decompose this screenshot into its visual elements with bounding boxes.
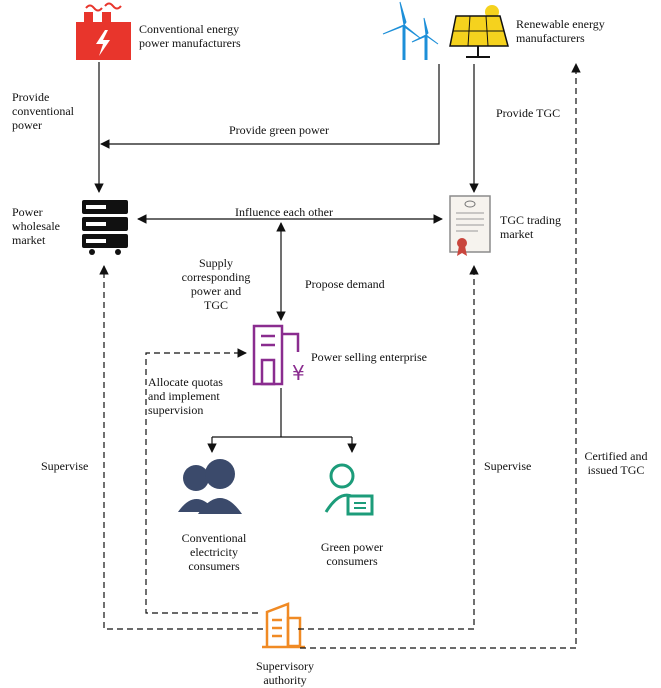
supervise-wholesale-arrow <box>99 265 263 630</box>
supervise-tgc-arrow <box>298 265 479 630</box>
allocate-quotas-arrow <box>145 348 258 614</box>
supervise-right-label: Supervise <box>484 459 532 473</box>
propose-demand-label: Propose demand <box>305 277 385 291</box>
tgc-market-label: TGC trading market <box>500 213 561 241</box>
solid-connectors <box>94 62 479 453</box>
svg-text:¥: ¥ <box>292 361 305 385</box>
provide-green-label: Provide green power <box>229 123 329 137</box>
wholesale-market-label: Power wholesale market <box>12 205 60 247</box>
factory-icon <box>76 2 131 60</box>
dashed-connectors <box>99 63 581 649</box>
green-consumers-label: Green power consumers <box>320 540 384 568</box>
selling-enterprise-label: Power selling enterprise <box>311 350 427 364</box>
wind-turbine-icon <box>382 1 439 60</box>
supply-label: Supply corresponding power and TGC <box>181 256 251 312</box>
enterprise-building-icon: ¥ <box>252 324 305 386</box>
conventional-manufacturers-label: Conventional energy power manufacturers <box>139 22 241 50</box>
provide-tgc-label: Provide TGC <box>496 106 561 120</box>
solar-panel-icon <box>449 5 509 58</box>
certified-label: Certified and issued TGC <box>584 449 648 477</box>
influence-label: Influence each other <box>235 205 333 219</box>
conventional-consumers-label: Conventional electricity consumers <box>181 531 247 573</box>
green-power-arrow <box>100 64 440 149</box>
green-consumer-icon <box>324 463 374 516</box>
supervise-left-label: Supervise <box>41 459 89 473</box>
allocate-label: Allocate quotas and implement supervisio… <box>148 375 223 417</box>
certificate-icon <box>449 195 491 256</box>
server-icon <box>82 200 128 255</box>
conventional-consumers-icon <box>178 459 242 514</box>
renewable-manufacturers-label: Renewable energy manufacturers <box>516 17 605 45</box>
supervisory-authority-label: Supervisory authority <box>256 659 314 687</box>
certified-tgc-arrow <box>300 63 581 649</box>
authority-building-icon <box>262 602 305 649</box>
provide-conventional-label: Provide conventional power <box>12 90 74 132</box>
